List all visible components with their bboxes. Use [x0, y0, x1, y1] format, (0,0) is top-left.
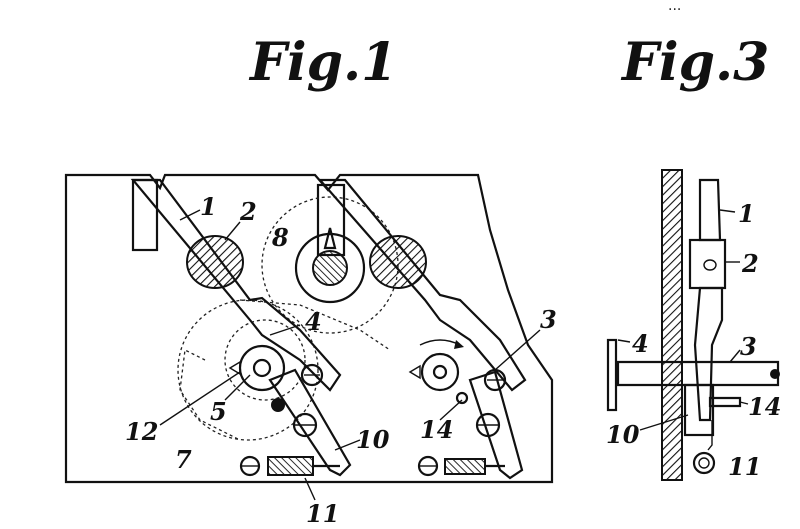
fig3-part-10: [683, 383, 715, 437]
fig3-wall: [661, 169, 683, 481]
fig1-spring-11-left: [267, 456, 314, 476]
fig1-label-4: 4: [305, 307, 322, 336]
fig1-gear-8-shaft: [312, 250, 348, 286]
fig1-roller-2-right: [369, 235, 427, 289]
fig3-hook: [707, 420, 713, 451]
fig1-pointer: [323, 227, 337, 250]
fig1-gear-7-outline: [177, 299, 319, 441]
fig1-center-slot: [316, 183, 346, 257]
fig1-roller-2-left: [186, 235, 244, 289]
fig1-label-11: 11: [306, 499, 339, 528]
fig1-gear-8: [294, 232, 366, 304]
fig1-label-2: 2: [239, 197, 257, 226]
fig1-screw-left-bottom: [292, 412, 318, 438]
fig3-lever-1: [698, 178, 722, 242]
fig1-title: Fig.1: [248, 32, 397, 93]
fig3-label-10: 10: [606, 420, 640, 449]
fig1-lever-1-right: [317, 178, 527, 392]
fig3-title: Fig.3: [620, 32, 769, 93]
fig1-label-10: 10: [356, 425, 390, 454]
fig3-label-2: 2: [741, 249, 759, 278]
fig1-screw-left-top: [300, 363, 324, 387]
fig3-label-4: 4: [632, 329, 649, 358]
fig3-label-11: 11: [728, 452, 761, 481]
fig1-spring-anchor-left: [239, 455, 261, 477]
fig1-label-5: 5: [210, 397, 227, 426]
fig1-inner-circle: [224, 319, 306, 401]
fig1-label-8: 8: [271, 223, 289, 252]
fig1-drawing: [64, 173, 554, 501]
fig3-label-1: 1: [738, 199, 755, 228]
fig3-lever-body: [693, 286, 724, 422]
fig1-screw-right-bottom: [475, 412, 501, 438]
fig1-lever-10-right: [468, 370, 524, 480]
fig1-left-slot: [131, 178, 159, 252]
fig1-hub-right-pin: [432, 364, 448, 380]
fig1-rotation-arrow: [419, 339, 461, 346]
fig3-disk-4: [606, 338, 618, 412]
fig3-label-3: 3: [740, 332, 757, 361]
fig3-block-2-hole: [703, 259, 717, 271]
fig3-pin-14: [708, 396, 742, 408]
fig1-label-1: 1: [200, 192, 217, 221]
fig1-dashed-link: [239, 299, 391, 351]
corner-text: ...: [668, 0, 681, 14]
fig3-spring-11: [692, 451, 716, 475]
fig1-label-12: 12: [125, 417, 158, 446]
fig3-block-2: [688, 238, 727, 290]
fig1-pin-left: [271, 398, 285, 412]
fig1-label-14: 14: [420, 415, 453, 444]
fig1-label-3: 3: [540, 305, 557, 334]
fig1-lever-10-left: [268, 368, 352, 477]
fig1-pin-right: [455, 391, 469, 405]
fig1-hub-left-key: [228, 360, 241, 376]
fig1-hub-right-key: [408, 364, 421, 380]
fig1-spring-anchor-right: [417, 455, 439, 477]
fig3-shaft-3: [616, 360, 780, 387]
fig1-lever-1-left: [130, 178, 342, 392]
fig1-spring-11-right: [444, 458, 486, 475]
fig1-label-7: 7: [175, 445, 192, 474]
fig1-hub-left-pin: [252, 358, 272, 378]
fig1-hub-left: [238, 344, 286, 392]
fig1-dashed-arc: [179, 349, 241, 441]
fig3-label-14: 14: [748, 392, 781, 421]
fig3-drawing: [606, 169, 780, 481]
fig1-hub-right: [420, 352, 460, 392]
